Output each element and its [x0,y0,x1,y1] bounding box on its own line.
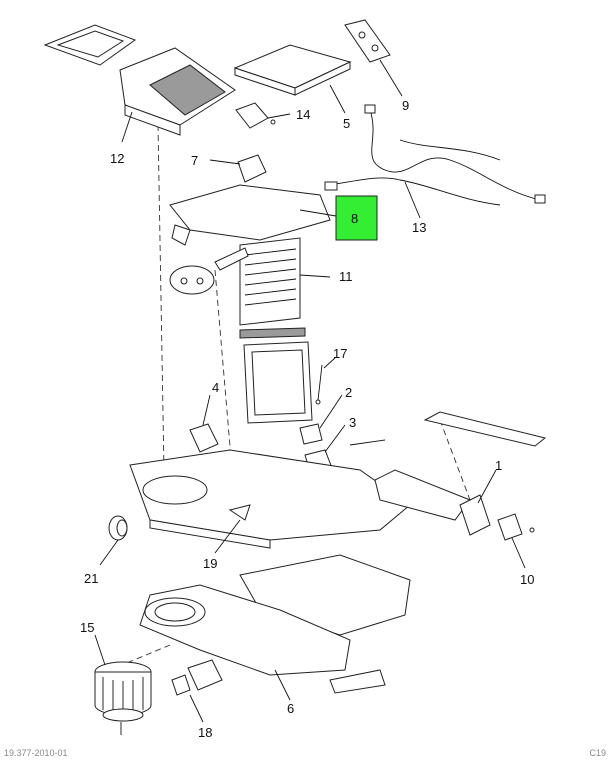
callout-9[interactable]: 9 [402,98,409,113]
part-evaporator-core [169,237,301,326]
part-seal-strip [423,411,547,447]
alignment-line-left [157,124,166,531]
callout-2[interactable]: 2 [345,385,352,400]
part-actuator-10 [497,513,535,541]
part-cabin-filter [233,44,352,96]
callout-17[interactable]: 17 [333,346,347,361]
alignment-line-mid [214,269,233,471]
part-screw-17 [315,364,323,405]
callout-21[interactable]: 21 [84,571,98,586]
part-air-inlet-housing [43,24,236,136]
callout-19[interactable]: 19 [203,556,217,571]
part-6-blower-case [139,554,411,694]
part-wiring-harness [324,104,546,206]
callout-14[interactable]: 14 [296,107,310,122]
part-lower-case [129,449,411,549]
callout-15[interactable]: 15 [80,620,94,635]
part-actuator-14 [235,102,276,129]
alignment-line-right [439,419,471,501]
part-heater-core-frame [239,327,313,424]
part-18-resistor [171,659,223,696]
callout-4[interactable]: 4 [212,380,219,395]
callout-8[interactable]: 8 [351,211,358,226]
part-15-blower-motor [94,661,152,735]
footer-left-code: 19.377-2010-01 [4,748,68,758]
callout-18[interactable]: 18 [198,725,212,740]
callout-6[interactable]: 6 [287,701,294,716]
part-7 [237,154,267,183]
callout-10[interactable]: 10 [520,572,534,587]
callout-3[interactable]: 3 [349,415,356,430]
footer-right-code: C19 [589,748,606,758]
highlight-box-part-8[interactable] [335,195,378,241]
part-1-duct [374,469,491,536]
callout-13[interactable]: 13 [412,220,426,235]
part-21-cap [108,515,128,541]
part-4 [189,423,219,453]
part-bracket [344,19,391,63]
callout-1[interactable]: 1 [495,458,502,473]
callout-11[interactable]: 11 [339,269,353,284]
callout-5[interactable]: 5 [343,116,350,131]
callout-7[interactable]: 7 [191,153,198,168]
callout-12[interactable]: 12 [110,151,124,166]
callout-labels: 12 5 9 14 7 13 8 11 17 4 2 3 1 10 19 21 … [80,98,534,740]
leader-lines [94,59,526,723]
part-8-upper-case [169,184,331,246]
